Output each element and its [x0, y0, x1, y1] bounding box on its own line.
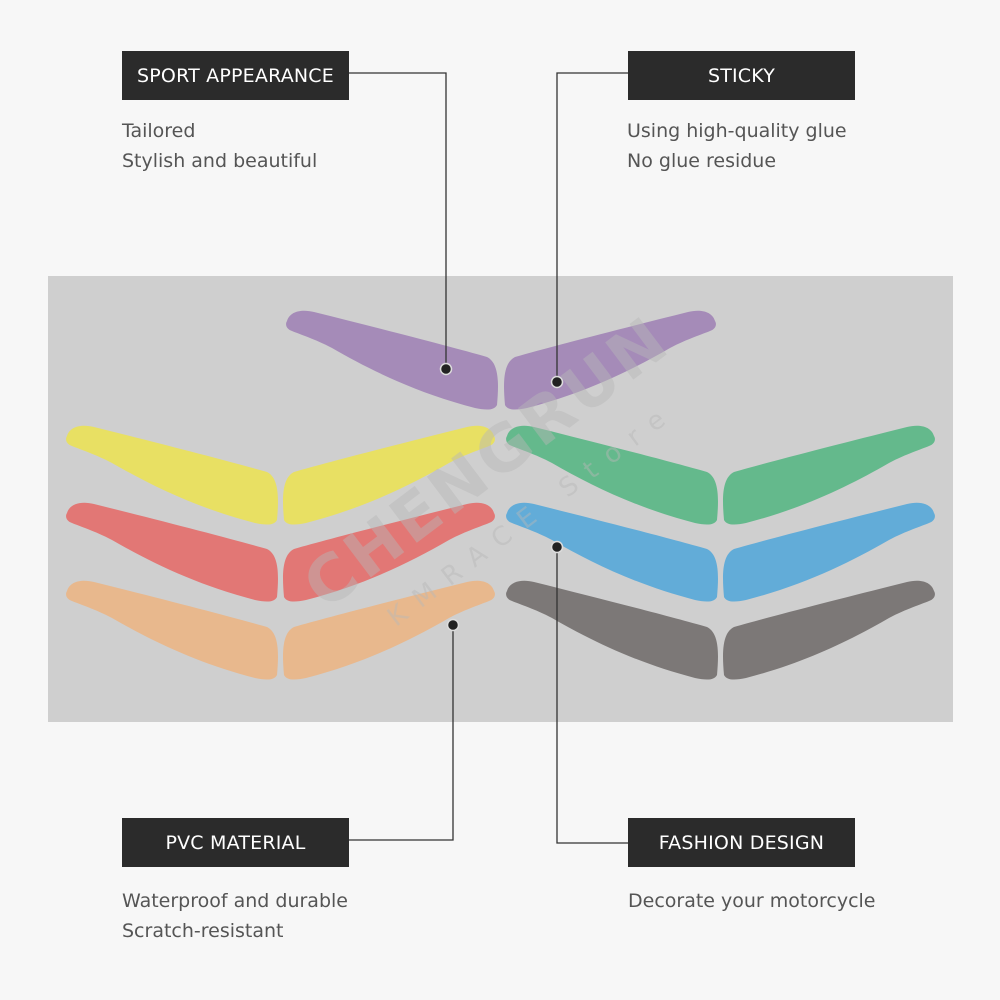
fashion-design-tag: FASHION DESIGN — [628, 818, 855, 867]
sport-appearance-title: SPORT APPEARANCE — [137, 64, 334, 87]
pvc-material-line-2: Scratch-resistant — [122, 920, 284, 942]
blue-visor-pair — [506, 502, 935, 602]
sport-appearance-line-1: Tailored — [122, 120, 196, 142]
fashion-design-line-1: Decorate your motorcycle — [628, 890, 876, 912]
fashion-callout-dot — [550, 540, 564, 554]
pvc-callout-line — [349, 625, 454, 841]
sport-callout-line — [349, 72, 447, 369]
pvc-material-title: PVC MATERIAL — [165, 831, 306, 854]
purple-visor-left — [286, 310, 498, 410]
callout-lines — [349, 72, 628, 844]
sport-appearance-tag: SPORT APPEARANCE — [122, 51, 349, 100]
sport-appearance-description: Tailored Stylish and beautiful — [122, 116, 317, 176]
sticky-description: Using high-quality glue No glue residue — [627, 116, 847, 176]
pvc-material-tag: PVC MATERIAL — [122, 818, 349, 867]
sticky-callout-dot — [550, 375, 564, 389]
sport-callout-dot — [439, 362, 453, 376]
fashion-callout-line — [556, 547, 628, 844]
sticky-callout-line — [556, 72, 628, 382]
callout-dots — [439, 362, 564, 632]
pvc-callout-dot — [446, 618, 460, 632]
fashion-design-title: FASHION DESIGN — [658, 831, 825, 854]
gray-visor-pair — [506, 580, 935, 680]
sport-appearance-line-2: Stylish and beautiful — [122, 150, 318, 172]
sticky-line-2: No glue residue — [627, 150, 777, 172]
pvc-material-description: Waterproof and durable Scratch-resistant — [122, 886, 348, 946]
sticky-tag: STICKY — [628, 51, 855, 100]
sticky-line-1: Using high-quality glue — [627, 120, 847, 142]
sticky-title: STICKY — [707, 64, 776, 87]
pvc-material-line-1: Waterproof and durable — [122, 890, 348, 912]
fashion-design-description: Decorate your motorcycle — [628, 886, 876, 916]
